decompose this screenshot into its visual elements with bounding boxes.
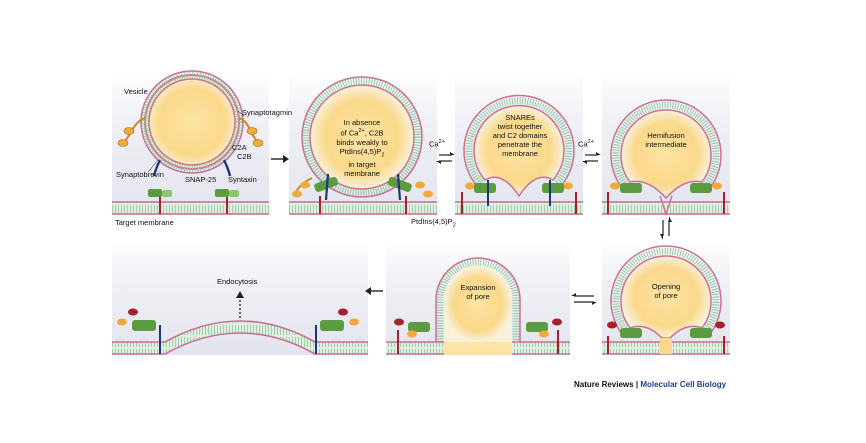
label-ca-1: Ca2+ — [429, 139, 445, 149]
vesicle — [473, 104, 565, 198]
panel-5 — [602, 245, 730, 355]
label-c2a: C2A — [232, 143, 247, 152]
journal-credit: Nature Reviews | Molecular Cell Biology — [574, 380, 726, 389]
label-syntaxin: Syntaxin — [228, 175, 257, 184]
journal-name: Nature Reviews — [574, 380, 634, 389]
credit-separator: | — [635, 380, 639, 389]
arrow-1-2 — [271, 155, 289, 163]
panel-4-caption: Hemifusion intermediate — [645, 131, 687, 149]
label-vesicle: Vesicle — [124, 87, 148, 96]
panel-2-caption: In absence of Ca2+, C2B binds weakly to … — [336, 118, 388, 178]
vesicle — [309, 84, 415, 190]
panel-6 — [386, 257, 570, 355]
journal-section: Molecular Cell Biology — [640, 380, 727, 389]
target-membrane — [455, 202, 583, 214]
snap25-syntaxin-left — [148, 189, 172, 214]
target-membrane — [112, 202, 269, 214]
label-endocytosis: Endocytosis — [217, 277, 258, 286]
panel-3-caption: SNAREs twist together and C2 domains pen… — [492, 113, 548, 158]
label-synaptotagmin: Synaptotagmin — [242, 108, 293, 117]
panel-5-caption: Opening of pore — [651, 282, 681, 300]
synaptobrevin — [152, 159, 162, 177]
panel-2 — [289, 76, 437, 215]
equilibrium-arrow-4-5 — [660, 216, 672, 240]
vesicle — [620, 255, 712, 339]
vesicle — [444, 266, 512, 342]
label-target-membrane: Target membrane — [115, 218, 174, 227]
target-membrane — [289, 202, 437, 214]
arrow-6-7 — [365, 287, 383, 295]
panel-1 — [112, 70, 269, 215]
label-ptdins: PtdIns(4,5)P2 — [411, 217, 456, 229]
equilibrium-arrow-2-3 — [436, 152, 455, 164]
label-ca-2: Ca2+ — [578, 139, 594, 149]
vesicle — [620, 109, 712, 200]
target-membrane — [602, 202, 730, 214]
label-synaptobrevin: Synaptobrevin — [116, 170, 164, 179]
panel-7 — [112, 291, 368, 355]
panel-7-bg — [112, 243, 368, 355]
label-snap25: SNAP-25 — [185, 175, 217, 184]
panel-6-caption: Expansion of pore — [460, 283, 496, 301]
snap25-syntaxin-right — [215, 189, 239, 214]
equilibrium-arrow-5-6 — [571, 293, 597, 305]
label-c2b: C2B — [237, 152, 252, 161]
panel-4 — [602, 99, 730, 217]
fused-membrane — [112, 321, 368, 354]
equilibrium-arrow-3-4 — [582, 152, 601, 164]
panel-3 — [455, 94, 583, 215]
